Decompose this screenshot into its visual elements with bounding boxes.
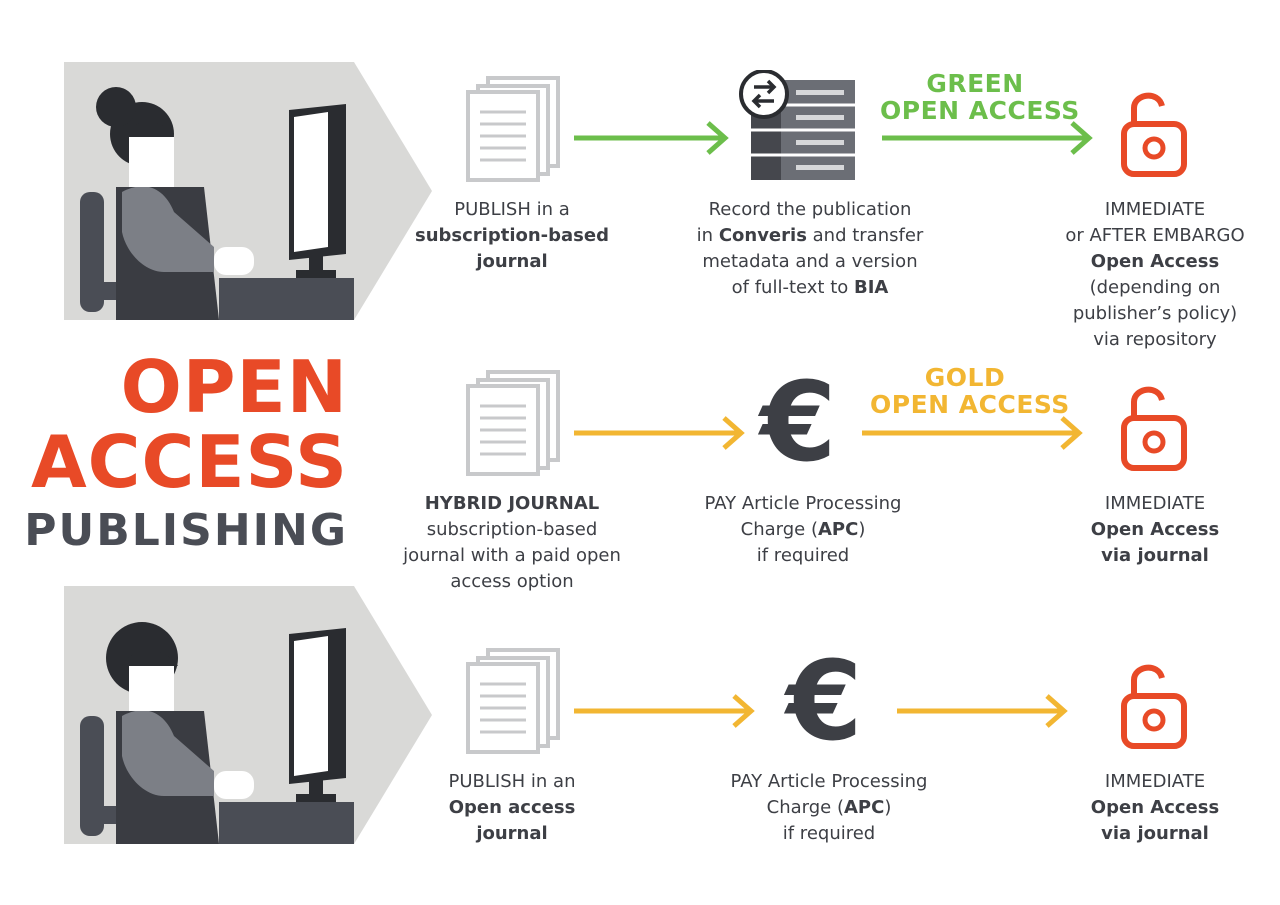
caption-line: (depending on xyxy=(1089,277,1221,298)
caption-line: PUBLISH in a xyxy=(454,199,570,220)
route-label-line: OPEN ACCESS xyxy=(870,390,1070,419)
arrow-right-icon xyxy=(897,693,1073,733)
caption-line-bold: subscription-based xyxy=(415,225,609,246)
green-open-access-label: GREEN OPEN ACCESS xyxy=(880,69,1080,125)
caption-line: publisher’s policy) xyxy=(1072,303,1238,324)
caption-line-bold: Open Access xyxy=(1090,251,1220,272)
caption-line: IMMEDIATE xyxy=(1104,771,1206,792)
caption-text: of full-text to xyxy=(731,277,854,298)
arrow-right-icon xyxy=(574,415,750,455)
caption-line-bold: journal xyxy=(476,823,548,844)
caption-line: or AFTER EMBARGO xyxy=(1065,225,1245,246)
caption-line: journal with a paid open xyxy=(403,545,621,566)
server-sync-icon xyxy=(738,70,858,182)
unlocked-padlock-icon xyxy=(1118,86,1190,178)
caption-line-bold: journal xyxy=(476,251,548,272)
arrow-right-icon xyxy=(882,120,1098,160)
caption-line: subscription-based xyxy=(426,519,598,540)
caption-line: PAY Article Processing xyxy=(704,493,902,514)
caption-line: via repository xyxy=(1093,329,1217,350)
route-label-line: GOLD xyxy=(924,363,1006,392)
gold-open-access-label: GOLD OPEN ACCESS xyxy=(870,363,1070,419)
caption-line-bold: Open Access xyxy=(1090,519,1220,540)
researcher-illustration-top xyxy=(64,62,434,320)
caption-line: metadata and a version xyxy=(702,251,918,272)
caption-line: IMMEDIATE xyxy=(1104,493,1206,514)
caption-line: PUBLISH in an xyxy=(448,771,576,792)
caption-line: PAY Article Processing xyxy=(730,771,928,792)
arrow-right-icon xyxy=(574,693,760,733)
caption-bold: BIA xyxy=(854,277,889,298)
step-publish-subscription: PUBLISH in a subscription-based journal xyxy=(412,197,612,275)
caption-line-bold: via journal xyxy=(1101,545,1209,566)
step-record-converis: Record the publication in Converis and t… xyxy=(690,197,930,301)
caption-line: access option xyxy=(450,571,574,592)
caption-bold: APC xyxy=(843,797,885,818)
caption-text: Charge ( xyxy=(740,519,818,540)
step-immediate-journal: IMMEDIATE Open Access via journal xyxy=(1060,491,1250,569)
unlocked-padlock-icon xyxy=(1118,658,1190,750)
title-publishing: PUBLISHING xyxy=(24,505,348,556)
step-pay-apc: PAY Article Processing Charge (APC) if r… xyxy=(690,491,916,569)
step-immediate-repository: IMMEDIATE or AFTER EMBARGO Open Access (… xyxy=(1050,197,1260,353)
caption-bold: APC xyxy=(817,519,859,540)
title-access: ACCESS xyxy=(30,420,348,504)
caption-line: if required xyxy=(756,545,850,566)
arrow-right-icon xyxy=(862,415,1088,455)
caption-line-bold: Open access xyxy=(448,797,576,818)
step-pay-apc: PAY Article Processing Charge (APC) if r… xyxy=(716,769,942,847)
step-immediate-journal: IMMEDIATE Open Access via journal xyxy=(1060,769,1250,847)
euro-icon: € xyxy=(786,637,863,765)
researcher-illustration-bottom xyxy=(64,586,434,844)
unlocked-padlock-icon xyxy=(1118,380,1190,472)
route-label-line: OPEN ACCESS xyxy=(880,96,1080,125)
caption-line: IMMEDIATE xyxy=(1104,199,1206,220)
step-publish-open-access: PUBLISH in an Open access journal xyxy=(412,769,612,847)
caption-line-bold: Open Access xyxy=(1090,797,1220,818)
caption-line-bold: HYBRID JOURNAL xyxy=(424,493,600,514)
documents-icon xyxy=(466,76,562,182)
step-hybrid-journal: HYBRID JOURNAL subscription-based journa… xyxy=(396,491,628,595)
route-label-line: GREEN xyxy=(926,69,1024,98)
euro-icon: € xyxy=(760,358,837,486)
documents-icon xyxy=(466,648,562,754)
caption-text: Charge ( xyxy=(766,797,844,818)
caption-text: ) xyxy=(858,519,866,540)
title-open: OPEN xyxy=(120,345,348,429)
caption-line: Record the publication xyxy=(708,199,912,220)
caption-text: and transfer xyxy=(806,225,924,246)
caption-line: if required xyxy=(782,823,876,844)
caption-text: in xyxy=(696,225,719,246)
caption-bold: Converis xyxy=(718,225,807,246)
documents-icon xyxy=(466,370,562,476)
caption-line-bold: via journal xyxy=(1101,823,1209,844)
arrow-right-icon xyxy=(574,120,734,160)
caption-text: ) xyxy=(884,797,892,818)
